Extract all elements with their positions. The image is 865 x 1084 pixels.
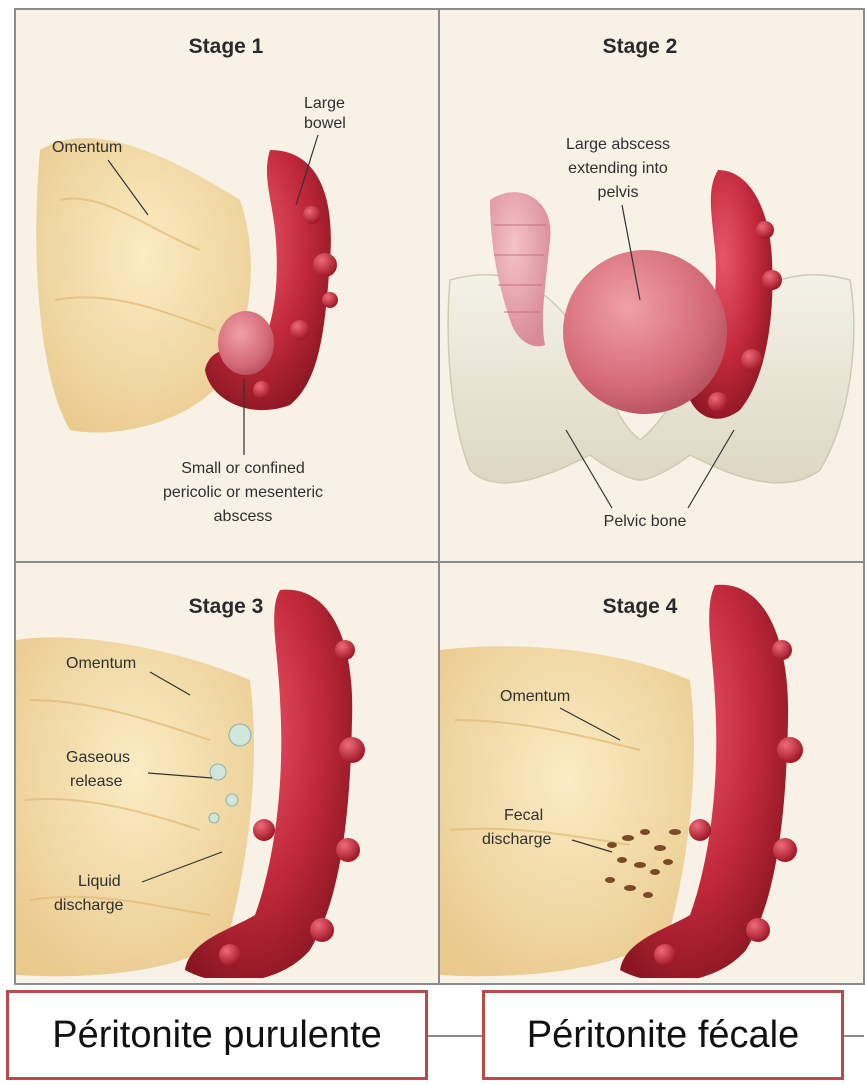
stage-3-label-liquid: Liquid (78, 873, 121, 890)
stage-4-title: Stage 4 (603, 595, 678, 618)
stage-1-label-large: Large (304, 95, 345, 112)
stage-1-title: Stage 1 (189, 35, 264, 58)
stage-3-label-gaseous: Gaseous (66, 749, 130, 766)
stage-4-label-fecal: Fecal (504, 807, 543, 824)
stage-1-label-abscess-line-3: abscess (214, 508, 273, 525)
stage-1-label-abscess-line-1: Small or confined (181, 460, 305, 477)
stage-3-label-discharge: discharge (54, 897, 123, 914)
caption-purulent-peritonitis: Péritonite purulente (6, 990, 428, 1080)
stage-2-label-abscess-line-1: Large abscess (566, 136, 670, 153)
stage-1-label-bowel: bowel (304, 115, 346, 132)
stage-1-label-omentum: Omentum (52, 139, 122, 156)
stage-2-label-pelvic-bone: Pelvic bone (604, 513, 687, 530)
stage-4-label-omentum: Omentum (500, 688, 570, 705)
stage-4-label-discharge: discharge (482, 831, 551, 848)
stage-1-label-abscess-line-2: pericolic or mesenteric (163, 484, 323, 501)
stage-1-artwork (36, 138, 338, 432)
stage-2-title: Stage 2 (603, 35, 678, 58)
stage-3-label-omentum: Omentum (66, 655, 136, 672)
stage-3-label-release: release (70, 773, 123, 790)
caption-fecal-peritonitis: Péritonite fécale (482, 990, 844, 1080)
stage-2-label-abscess-line-2: extending into (568, 160, 668, 177)
stage-2-label-abscess-line-3: pelvis (598, 184, 639, 201)
stage-3-title: Stage 3 (189, 595, 264, 618)
